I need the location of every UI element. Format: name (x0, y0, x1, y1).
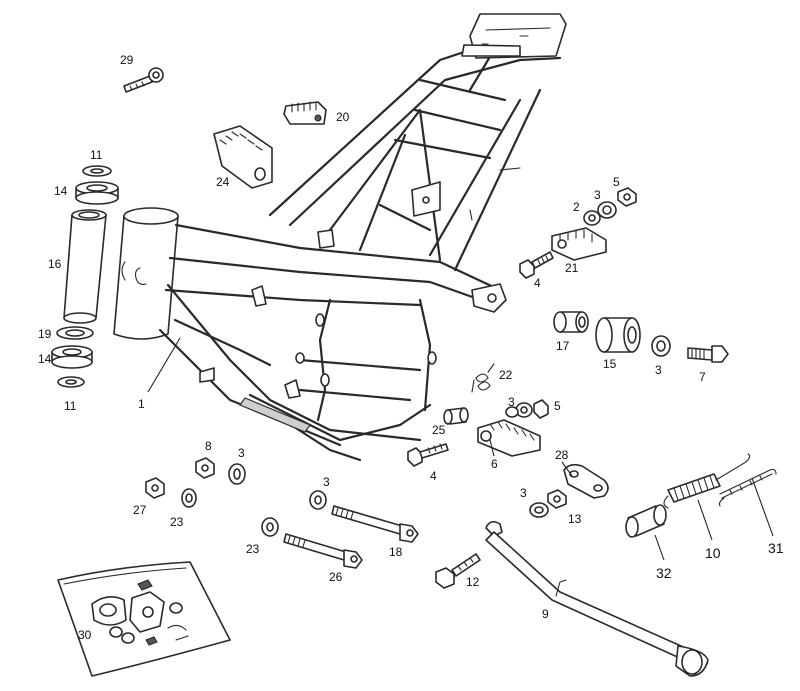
label-15: 15 (603, 357, 617, 371)
spacer-bushings (553, 311, 729, 363)
label-9: 9 (542, 607, 549, 621)
label-4-bottom: 4 (430, 469, 437, 483)
callout-labels: 29 20 24 11 14 16 19 14 11 1 5 3 2 21 4 … (38, 53, 784, 642)
label-13: 13 (568, 512, 582, 526)
left-fasteners (145, 457, 246, 508)
label-10: 10 (705, 545, 721, 561)
label-8: 8 (205, 439, 212, 453)
label-3-top: 3 (594, 188, 601, 202)
label-3-mid: 3 (508, 395, 515, 409)
footpeg-group-21 (519, 187, 637, 279)
sidestand (485, 520, 709, 677)
key-part (123, 67, 164, 93)
label-11-bottom: 11 (64, 399, 77, 413)
label-3-left: 3 (238, 446, 245, 460)
bolt-12 (435, 553, 481, 589)
label-1: 1 (138, 397, 145, 411)
pivot-bolts (261, 490, 419, 569)
label-7: 7 (699, 370, 706, 384)
label-18: 18 (389, 545, 403, 559)
label-22: 22 (499, 368, 513, 382)
leader-lines (147, 337, 774, 561)
label-19: 19 (38, 327, 52, 341)
label-3-spacer: 3 (655, 363, 662, 377)
label-5-mid: 5 (554, 399, 561, 413)
steering-bearing-stack (51, 165, 119, 388)
label-16: 16 (48, 257, 62, 271)
hardware-kit-bag (57, 561, 231, 677)
label-28: 28 (555, 448, 569, 462)
sidestand-springs (625, 453, 777, 538)
label-23-top: 23 (170, 515, 184, 529)
label-31: 31 (768, 540, 784, 556)
label-14-bottom: 14 (38, 352, 52, 366)
label-32: 32 (656, 565, 672, 581)
label-5-top: 5 (613, 175, 620, 189)
label-24: 24 (216, 175, 230, 189)
label-30: 30 (78, 628, 92, 642)
footpeg-part-24 (213, 125, 273, 189)
label-23-bottom: 23 (246, 542, 260, 556)
label-20: 20 (336, 110, 350, 124)
main-frame (113, 13, 567, 462)
label-3-bracket: 3 (520, 486, 527, 500)
label-27: 27 (133, 503, 147, 517)
label-25: 25 (432, 423, 446, 437)
label-11-top: 11 (90, 148, 103, 162)
label-4-top: 4 (534, 276, 541, 290)
label-2: 2 (573, 200, 580, 214)
label-17: 17 (556, 339, 570, 353)
label-14-top: 14 (54, 184, 68, 198)
label-12: 12 (466, 575, 480, 589)
left-footpeg-group (407, 363, 549, 467)
footpeg-part-20 (283, 101, 327, 125)
bracket-plate-28 (529, 463, 609, 518)
label-6: 6 (491, 457, 498, 471)
label-21: 21 (565, 261, 579, 275)
label-29: 29 (120, 53, 134, 67)
label-3-bolt: 3 (323, 475, 330, 489)
label-26: 26 (329, 570, 343, 584)
